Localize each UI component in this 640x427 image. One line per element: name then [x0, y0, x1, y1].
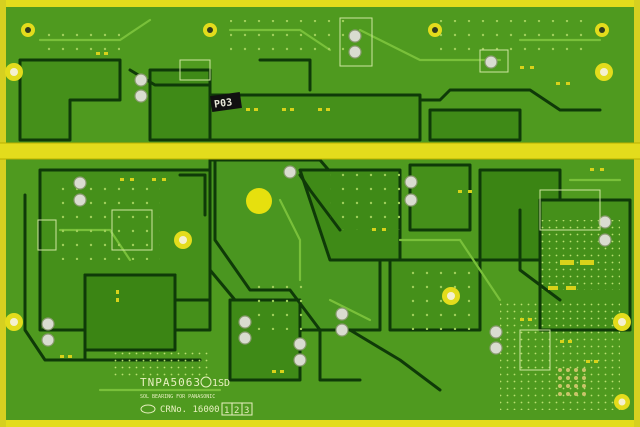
digit-3: 3: [244, 406, 249, 416]
mounting-hole: [613, 313, 631, 331]
p03-sticker: P03: [210, 91, 242, 113]
left-edge-strip: [0, 0, 6, 427]
top-screw-pads: [21, 23, 609, 37]
smd-pads: [60, 52, 604, 373]
mounting-holes: [5, 63, 631, 410]
crno-text: CRNo. 16000: [160, 405, 220, 415]
mounting-hole: [442, 287, 460, 305]
via-field: [330, 170, 400, 230]
part-number-text: TNPA5063: [140, 376, 201, 389]
digit-1: 1: [224, 406, 229, 416]
pad-cluster: [558, 368, 586, 396]
top-edge-strip: [0, 0, 640, 7]
via-field: [230, 20, 350, 60]
fine-via-field: [110, 350, 210, 380]
digit-boxes: 1 2 3: [221, 402, 253, 416]
large-test-pad: [246, 188, 272, 214]
right-edge-strip: [634, 0, 640, 427]
via-field: [250, 280, 310, 330]
fine-via-field: [540, 220, 620, 290]
via-field: [60, 180, 160, 260]
sticker-text: P03: [214, 97, 233, 110]
via-field: [40, 30, 120, 60]
mounting-hole: [5, 313, 23, 331]
ul-logo: [140, 404, 156, 414]
bottom-edge-strip: [0, 420, 640, 427]
mounting-hole: [595, 63, 613, 81]
mounting-hole: [5, 63, 23, 81]
yellow-band: [0, 143, 640, 159]
mounting-hole: [174, 231, 192, 249]
component-outlines: [37, 17, 601, 371]
revision-text: 1SD: [212, 378, 230, 389]
mounting-hole: [614, 394, 630, 410]
via-field: [440, 20, 590, 60]
revision-mark: 1SD: [200, 376, 230, 389]
small-note-text: SOL BEARING FOR PANASONIC: [140, 394, 215, 400]
digit-2: 2: [234, 406, 239, 416]
through-hole-pads: [41, 29, 612, 367]
